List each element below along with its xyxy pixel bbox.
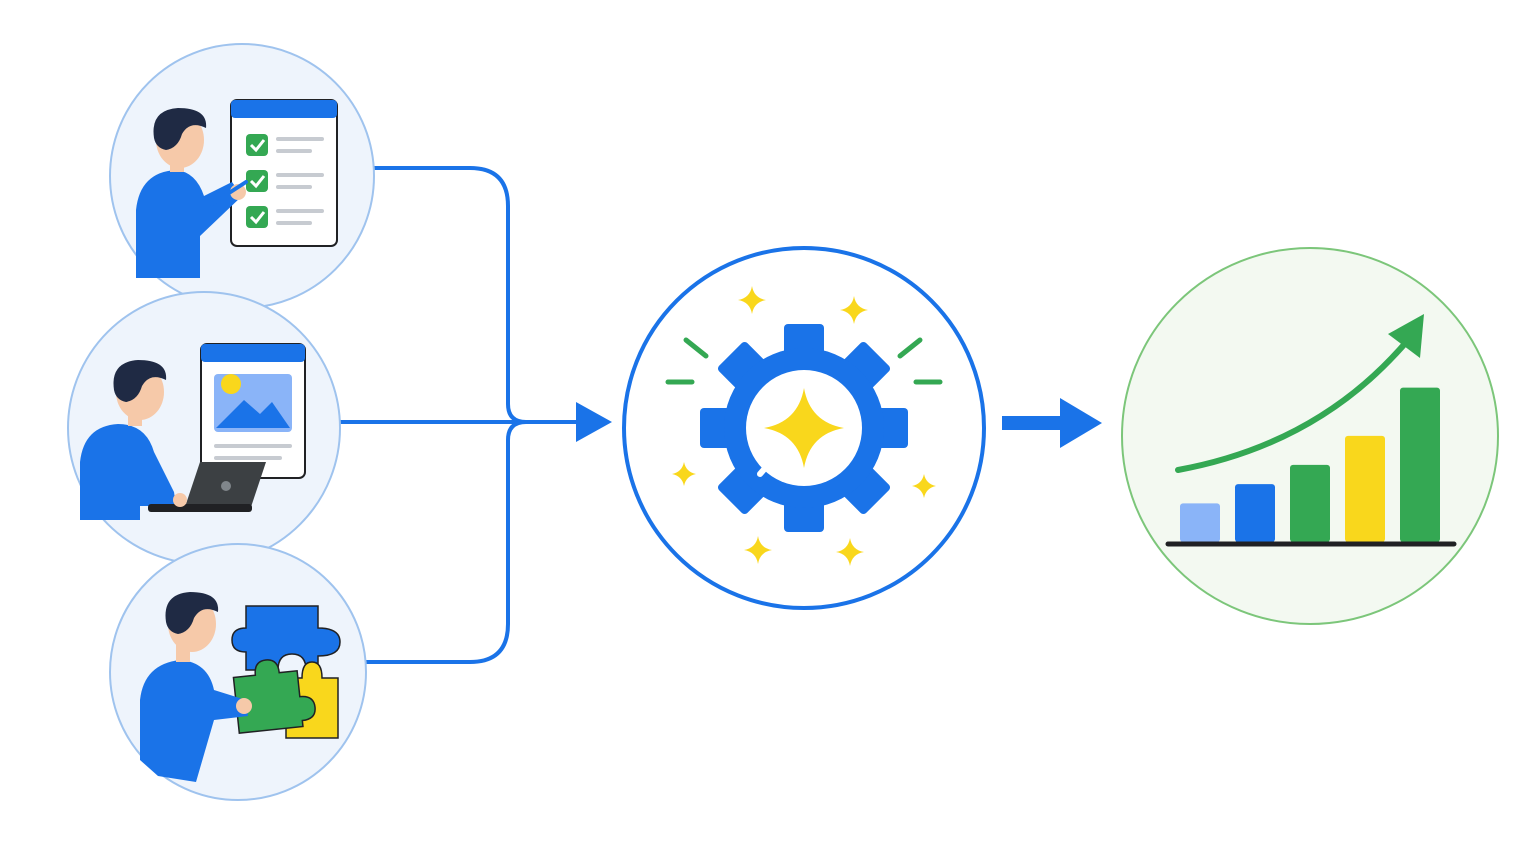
person-avatar [140, 592, 252, 782]
chart-bar-4 [1345, 435, 1385, 542]
chart-bar-3 [1290, 464, 1330, 542]
connector-bottom [364, 420, 528, 664]
trend-arrow-icon [1175, 314, 1424, 473]
output-circle [1121, 247, 1499, 625]
connector-top [370, 166, 528, 424]
process-circle [622, 246, 986, 610]
person-avatar [80, 360, 176, 520]
shine-marks [665, 337, 943, 385]
bar-chart-icon [1180, 387, 1440, 542]
sparkle-icons [672, 286, 936, 566]
input-circle-puzzle [109, 543, 367, 801]
chart-bar-1 [1180, 503, 1220, 542]
checklist-icon [230, 99, 338, 247]
person-avatar [136, 108, 248, 278]
sparkle-icon [764, 388, 844, 468]
arrow-into-process-icon [576, 402, 612, 442]
arrow-to-output-icon [1002, 398, 1102, 448]
checkmark-icon [246, 134, 268, 228]
chart-bar-5 [1400, 387, 1440, 542]
input-circle-laptop [67, 291, 341, 565]
input-circle-checklist [109, 43, 375, 309]
chart-bar-2 [1235, 484, 1275, 542]
puzzle-icon [231, 605, 341, 739]
connectors [338, 166, 582, 664]
gear-icon [700, 324, 908, 532]
image-icon [200, 343, 306, 479]
laptop-icon [148, 462, 266, 512]
